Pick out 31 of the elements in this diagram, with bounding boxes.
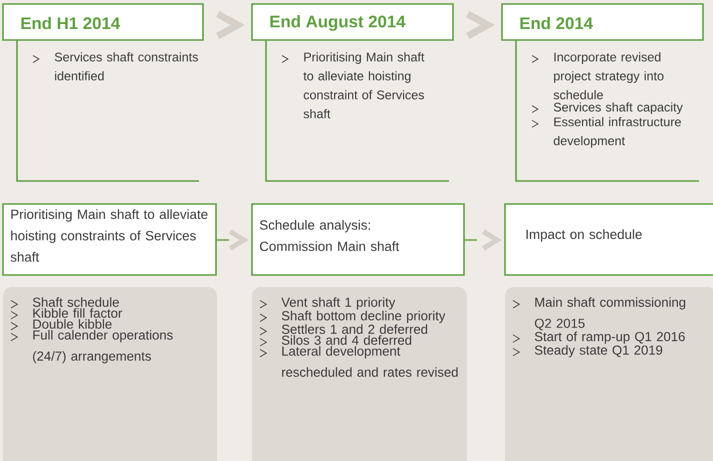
bullet-item: Services shaft constraints identified — [32, 52, 198, 80]
bullet-item: Prioritising Main shaft to alleviate hoisting constraint of Services shaft — [282, 52, 424, 118]
bullet-item: Shaft bottom decline priority — [260, 310, 446, 323]
card-heading: End 2014 — [520, 16, 593, 30]
bullet-item: Full calender operations (24/7) arrangements — [10, 330, 173, 364]
card-heading: End H1 2014 — [21, 16, 120, 30]
detail-panel — [3, 287, 217, 461]
stage-box: Schedule analysis: Commission Main shaft — [251, 203, 477, 276]
timeline-card — [501, 3, 704, 182]
stage-box: Prioritising Main shaft to alleviate hoisting constraints of Services shaft — [2, 203, 229, 276]
card-heading: End August 2014 — [270, 15, 406, 31]
bullet-item: Silos 3 and 4 deferred — [260, 335, 412, 346]
bullet-item: Start of ramp-up Q1 2016 — [512, 332, 685, 344]
bullet-item: Lateral development rescheduled and rates revised — [260, 346, 458, 377]
bullet-item: Services shaft capacity — [532, 102, 683, 114]
bullet-item: Essential infrastructure development — [532, 117, 681, 148]
bullet-item: Incorporate revised project strategy into schedule — [532, 52, 664, 100]
timeline-card — [251, 3, 454, 182]
chevron-arrow — [216, 229, 249, 251]
bullet-item: Main shaft commissioning Q2 2015 — [512, 297, 686, 330]
bullet-item: Settlers 1 and 2 deferred — [260, 324, 428, 336]
detail-panel — [505, 287, 713, 461]
bullet-item: Kibble fill factor — [10, 308, 122, 320]
bullet-item: Vent shaft 1 priority — [260, 297, 396, 310]
bullet-item: Double kibble — [10, 319, 112, 330]
bullet-item: Steady state Q1 2019 — [512, 345, 662, 358]
chevron-arrow — [464, 229, 502, 251]
detail-panel — [252, 287, 467, 461]
stage-box: Impact on schedule — [504, 203, 713, 276]
timeline-card — [2, 3, 204, 182]
bullet-item: Shaft schedule — [10, 297, 119, 308]
